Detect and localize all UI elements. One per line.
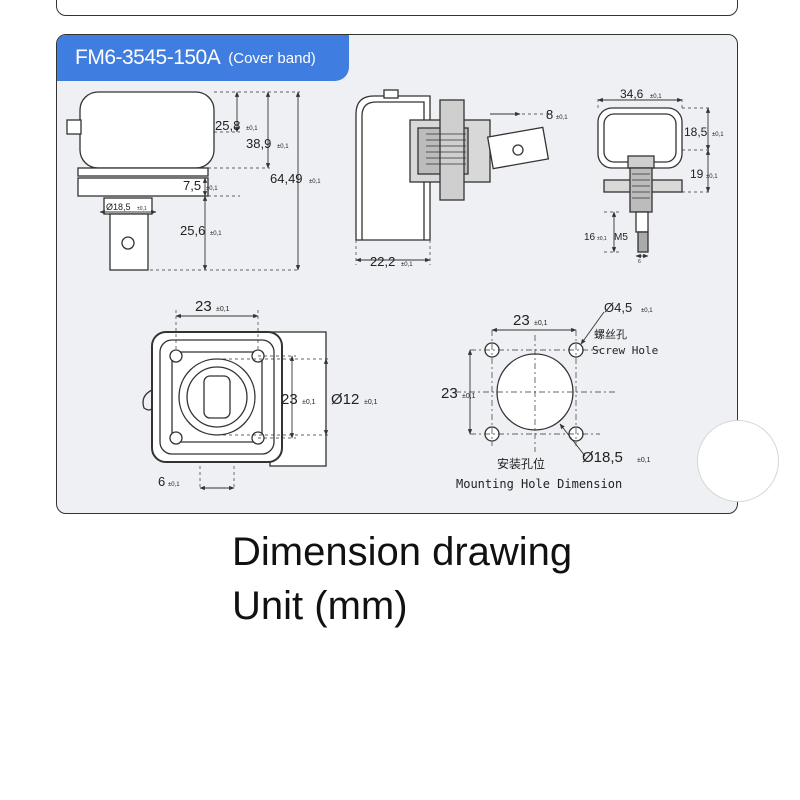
dim-mount-center-dia: Ø18,5 bbox=[582, 449, 623, 466]
side-view-labels: 25,8 ±0,1 38,9 ±0,1 7,5 ±0,1 64,49 ±0,1 … bbox=[106, 118, 321, 238]
dim-front-width: 22,2 bbox=[370, 254, 395, 269]
tol-right-width: ±0,1 bbox=[650, 94, 662, 100]
front-section-labels: 8 ±0,1 22,2 ±0,1 bbox=[370, 107, 568, 269]
dim-bottom-height: 23 bbox=[281, 391, 298, 408]
tol-mount-hole-dia: ±0,1 bbox=[641, 308, 653, 314]
dim-bottom-offset: 6 bbox=[158, 474, 165, 489]
tol-side-h1: ±0,1 bbox=[246, 126, 258, 132]
tol-right-depth: ±0,1 bbox=[597, 236, 607, 242]
dim-side-h2: 38,9 bbox=[246, 136, 271, 151]
dim-side-h3: 7,5 bbox=[183, 178, 201, 193]
caption-unit: Unit (mm) bbox=[232, 584, 408, 628]
tol-bottom-offset: ±0,1 bbox=[168, 482, 180, 488]
tol-bottom-dia: ±0,1 bbox=[364, 399, 378, 406]
dim-right-width: 34,6 bbox=[620, 87, 644, 101]
dim-mount-height: 23 bbox=[441, 385, 458, 402]
tol-mount-width: ±0,1 bbox=[534, 320, 548, 327]
magnifier-circle[interactable] bbox=[697, 420, 779, 502]
dim-side-total: 64,49 bbox=[270, 171, 303, 186]
mount-title-en: Mounting Hole Dimension bbox=[456, 477, 622, 491]
mounting-hole-labels: 23 ±0,1 23 ±0,1 Ø4,5 ±0,1 Ø18,5 ±0,1 螺丝孔… bbox=[441, 300, 658, 491]
tol-mount-height: ±0,1 bbox=[462, 393, 476, 400]
mounting-hole-view bbox=[455, 311, 615, 457]
tol-side-h2: ±0,1 bbox=[277, 144, 289, 150]
caption-title: Dimension drawing bbox=[232, 530, 573, 574]
tol-front-width: ±0,1 bbox=[401, 262, 413, 268]
dim-side-dia: Ø18,5 bbox=[106, 202, 131, 212]
bottom-view-labels: 23 ±0,1 23 ±0,1 Ø12 ±0,1 6 ±0,1 bbox=[158, 298, 378, 489]
model-variant: (Cover band) bbox=[228, 49, 316, 67]
dim-right-pin: 6 bbox=[638, 259, 641, 265]
model-header: FM6-3545-150A (Cover band) bbox=[57, 35, 349, 81]
previous-panel-edge bbox=[56, 0, 738, 16]
bottom-view bbox=[142, 310, 330, 491]
model-code: FM6-3545-150A bbox=[75, 46, 221, 69]
dim-bottom-dia: Ø12 bbox=[331, 391, 359, 408]
tol-side-h3: ±0,1 bbox=[206, 186, 218, 192]
dim-right-h1: 18,5 bbox=[684, 125, 708, 139]
dim-side-h1: 25,8 bbox=[215, 118, 240, 133]
mount-title-cn: 安装孔位 bbox=[497, 456, 545, 471]
tol-bottom-width: ±0,1 bbox=[216, 306, 230, 313]
front-section-view bbox=[355, 89, 550, 265]
side-view bbox=[66, 91, 301, 271]
tol-right-h1: ±0,1 bbox=[712, 132, 724, 138]
tol-side-dia: ±0,1 bbox=[137, 206, 147, 212]
screw-hole-label-en: Screw Hole bbox=[592, 344, 658, 357]
dim-mount-hole-dia: Ø4,5 bbox=[604, 300, 632, 315]
tol-mount-center-dia: ±0,1 bbox=[637, 457, 651, 464]
tol-right-h2: ±0,1 bbox=[706, 174, 718, 180]
dim-front-hole: 8 bbox=[546, 107, 553, 122]
dim-right-depth: 16 bbox=[584, 232, 596, 243]
screw-hole-label-cn: 螺丝孔 bbox=[594, 328, 627, 341]
tol-side-shaft: ±0,1 bbox=[210, 231, 222, 237]
right-section-view bbox=[597, 96, 712, 259]
dim-right-h2: 19 bbox=[690, 167, 704, 181]
dim-mount-width: 23 bbox=[513, 312, 530, 329]
right-section-labels: 34,6 ±0,1 18,5 ±0,1 19 ±0,1 16 ±0,1 M5 6 bbox=[584, 87, 724, 265]
tol-front-hole: ±0,1 bbox=[556, 115, 568, 121]
tol-side-total: ±0,1 bbox=[309, 179, 321, 185]
dim-side-shaft: 25,6 bbox=[180, 223, 205, 238]
dim-right-thread: M5 bbox=[614, 232, 628, 243]
dim-bottom-width: 23 bbox=[195, 298, 212, 315]
tol-bottom-height: ±0,1 bbox=[302, 399, 316, 406]
